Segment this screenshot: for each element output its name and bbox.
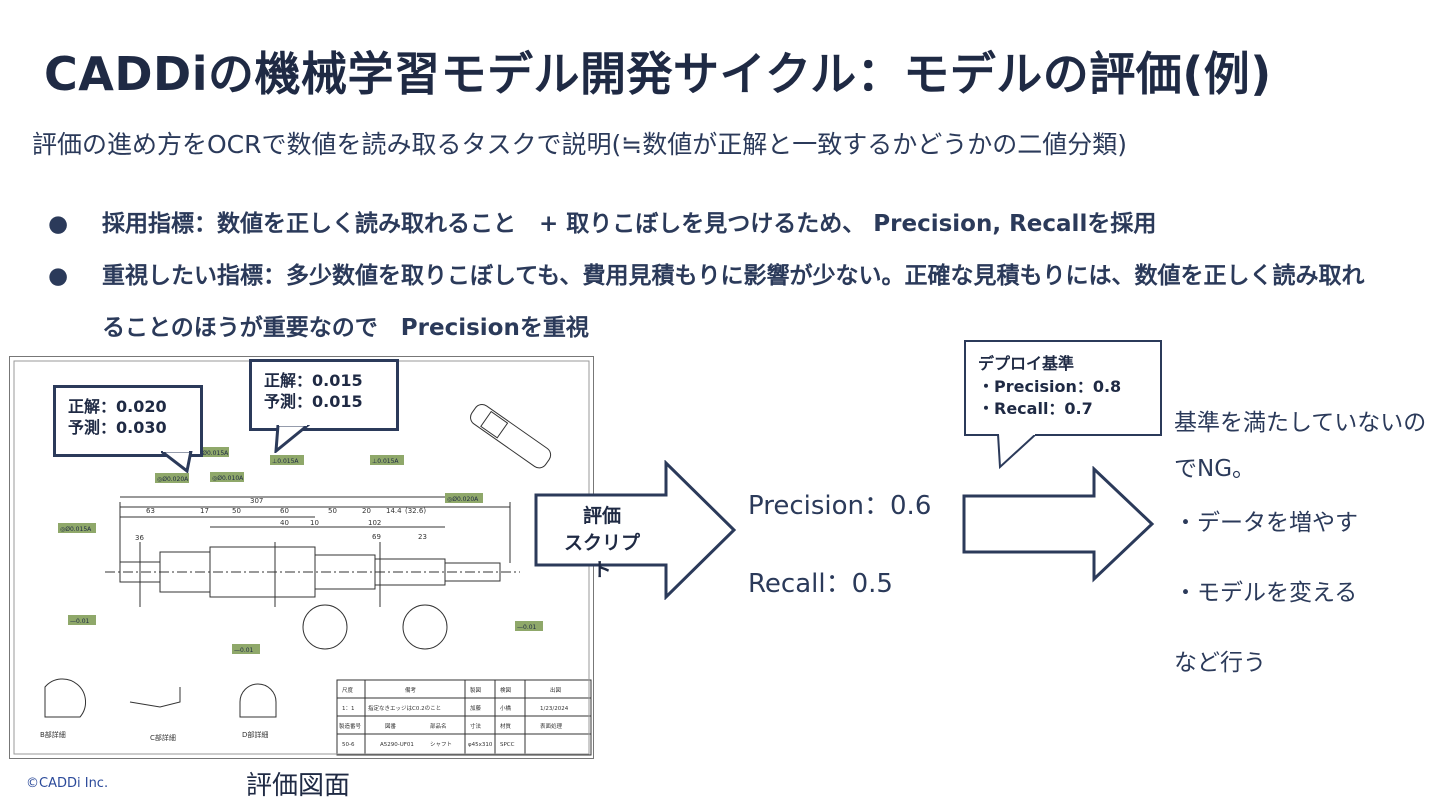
bullet-marker: ● — [48, 263, 69, 289]
title-block-cell: φ45x310 — [468, 742, 493, 748]
title-block-cell: 小橋 — [500, 704, 512, 712]
detail-label: B部詳細 — [40, 730, 66, 739]
drawing-caption: 評価図面 — [246, 771, 351, 801]
tolerance-label: ◎Ø0.020A — [447, 496, 479, 503]
callout-tail — [161, 451, 193, 473]
copyright: ©CADDi Inc. — [26, 776, 109, 791]
evaluation-script-label-line1: 評価 — [582, 505, 621, 527]
callout-answer: 正解：0.020 — [68, 397, 167, 416]
title-block-cell: 出図 — [550, 686, 562, 694]
bullet-list: ● 採用指標：数値を正しく読み取れること + 取りこぼしを見つけるため、 Pre… — [48, 198, 1368, 354]
result-closing: など行う — [1174, 650, 1266, 676]
tolerance-label: ⊥0.015A — [272, 458, 299, 465]
result-action-2: ・モデルを変える — [1174, 580, 1358, 606]
dimension-label: 36 — [135, 534, 144, 542]
result-line1: 基準を満たしていないの — [1174, 410, 1427, 436]
title-block-cell: 加藤 — [470, 704, 482, 712]
evaluation-script-label: 評価 スクリプト — [564, 503, 640, 584]
tolerance-label: ◎Ø0.020A — [157, 476, 189, 483]
evaluation-script-label-line2: スクリプト — [564, 532, 641, 581]
deploy-criteria-box: デプロイ基準 ・Precision：0.8 ・Recall：0.7 — [964, 340, 1162, 436]
callout-answer-prediction-2: 正解：0.015 予測：0.015 — [249, 359, 399, 453]
deploy-criteria-recall: ・Recall：0.7 — [978, 399, 1093, 418]
deploy-criteria-precision: ・Precision：0.8 — [978, 377, 1122, 396]
title-block-cell: A5290-UF01 — [380, 742, 414, 748]
tolerance-label: ◎Ø0.015A — [60, 526, 92, 533]
deploy-criteria-title: デプロイ基準 — [978, 354, 1075, 373]
callout-answer: 正解：0.015 — [264, 371, 363, 390]
result-action-1: ・データを増やす — [1174, 510, 1358, 536]
title-block-cell: 備考 — [405, 686, 417, 694]
dimension-label: 20 — [362, 507, 371, 515]
dimension-label: 50 — [328, 507, 337, 515]
bullet-text: 重視したい指標：多少数値を取りこぼしても、費用見積もりに影響が少ない。正確な見積… — [102, 263, 1365, 341]
title-block-cell: 検図 — [500, 686, 512, 694]
tolerance-label: ◎Ø0.015A — [197, 450, 229, 457]
title-block-cell: シャフト — [430, 741, 452, 748]
dimension-label: 63 — [146, 507, 155, 515]
dimension-label: 102 — [368, 519, 381, 527]
dimension-label: 50 — [232, 507, 241, 515]
callout-prediction: 予測：0.030 — [68, 418, 167, 437]
tolerance-label: —0.01 — [70, 618, 90, 625]
dimension-label: 60 — [280, 507, 289, 515]
title-block-cell: 部品名 — [430, 722, 447, 730]
page-title: CADDiの機械学習モデル開発サイクル：モデルの評価(例) — [44, 47, 1272, 101]
title-block-cell: 材質 — [500, 722, 512, 730]
drawing-svg: 63 17 50 307 60 50 20 14.4 (32.6) 36 40 … — [13, 360, 592, 756]
detail-label: C部詳細 — [150, 733, 176, 742]
bullet-item-priority: ● 重視したい指標：多少数値を取りこぼしても、費用見積もりに影響が少ない。正確な… — [48, 250, 1368, 354]
title-block-cell: 表面処理 — [540, 722, 563, 730]
tolerance-label: ⊥0.015A — [372, 458, 399, 465]
title-block-cell: 図番 — [385, 723, 397, 730]
tolerance-label: —0.01 — [517, 624, 537, 631]
bullet-text: 採用指標：数値を正しく読み取れること + 取りこぼしを見つけるため、 Preci… — [102, 211, 1157, 237]
bullet-item-metrics: ● 採用指標：数値を正しく読み取れること + 取りこぼしを見つけるため、 Pre… — [48, 198, 1368, 250]
callout-tail — [274, 425, 310, 453]
bullet-marker: ● — [48, 211, 69, 237]
precision-value: Precision：0.6 — [748, 491, 932, 521]
dimension-label: 23 — [418, 533, 427, 541]
title-block-cell: 1/23/2024 — [540, 706, 569, 712]
dimension-label: 69 — [372, 533, 381, 541]
title-block-cell: 製図 — [470, 686, 482, 694]
recall-value: Recall：0.5 — [748, 569, 893, 599]
deploy-criteria-tail — [996, 434, 1038, 470]
title-block-cell: 寸法 — [470, 722, 482, 730]
dimension-label: (32.6) — [405, 507, 426, 515]
result-text: 基準を満たしていないの でNG。 ・データを増やす ・モデルを変える など行う — [1174, 404, 1426, 698]
title-block-cell: 50-6 — [342, 742, 355, 748]
detail-label: D部詳細 — [242, 730, 268, 739]
title-block-cell: 製造番号 — [339, 722, 362, 730]
callout-prediction: 予測：0.015 — [264, 392, 363, 411]
title-block-cell: 尺度 — [342, 686, 354, 694]
callout-answer-prediction-1: 正解：0.020 予測：0.030 — [53, 385, 203, 473]
decision-arrow — [962, 466, 1155, 583]
title-block-cell: 指定なきエッジはC0.2のこと — [368, 704, 441, 712]
dimension-label: 10 — [310, 519, 319, 527]
dimension-label: 14.4 — [386, 507, 402, 515]
tolerance-label: ◎Ø0.010A — [212, 475, 244, 482]
tolerance-label: —0.01 — [234, 647, 254, 654]
page-subtitle: 評価の進め方をOCRで数値を読み取るタスクで説明(≒数値が正解と一致するかどうか… — [32, 130, 1127, 159]
dimension-label: 40 — [280, 519, 289, 527]
dimension-label: 17 — [200, 507, 209, 515]
evaluation-script-arrow — [534, 460, 737, 600]
title-block-cell: SPCC — [500, 742, 515, 748]
result-line2: でNG。 — [1174, 456, 1256, 482]
dimension-label: 307 — [250, 497, 263, 505]
title-block-cell: 1：1 — [342, 706, 355, 712]
shaft-segment — [444, 562, 501, 582]
